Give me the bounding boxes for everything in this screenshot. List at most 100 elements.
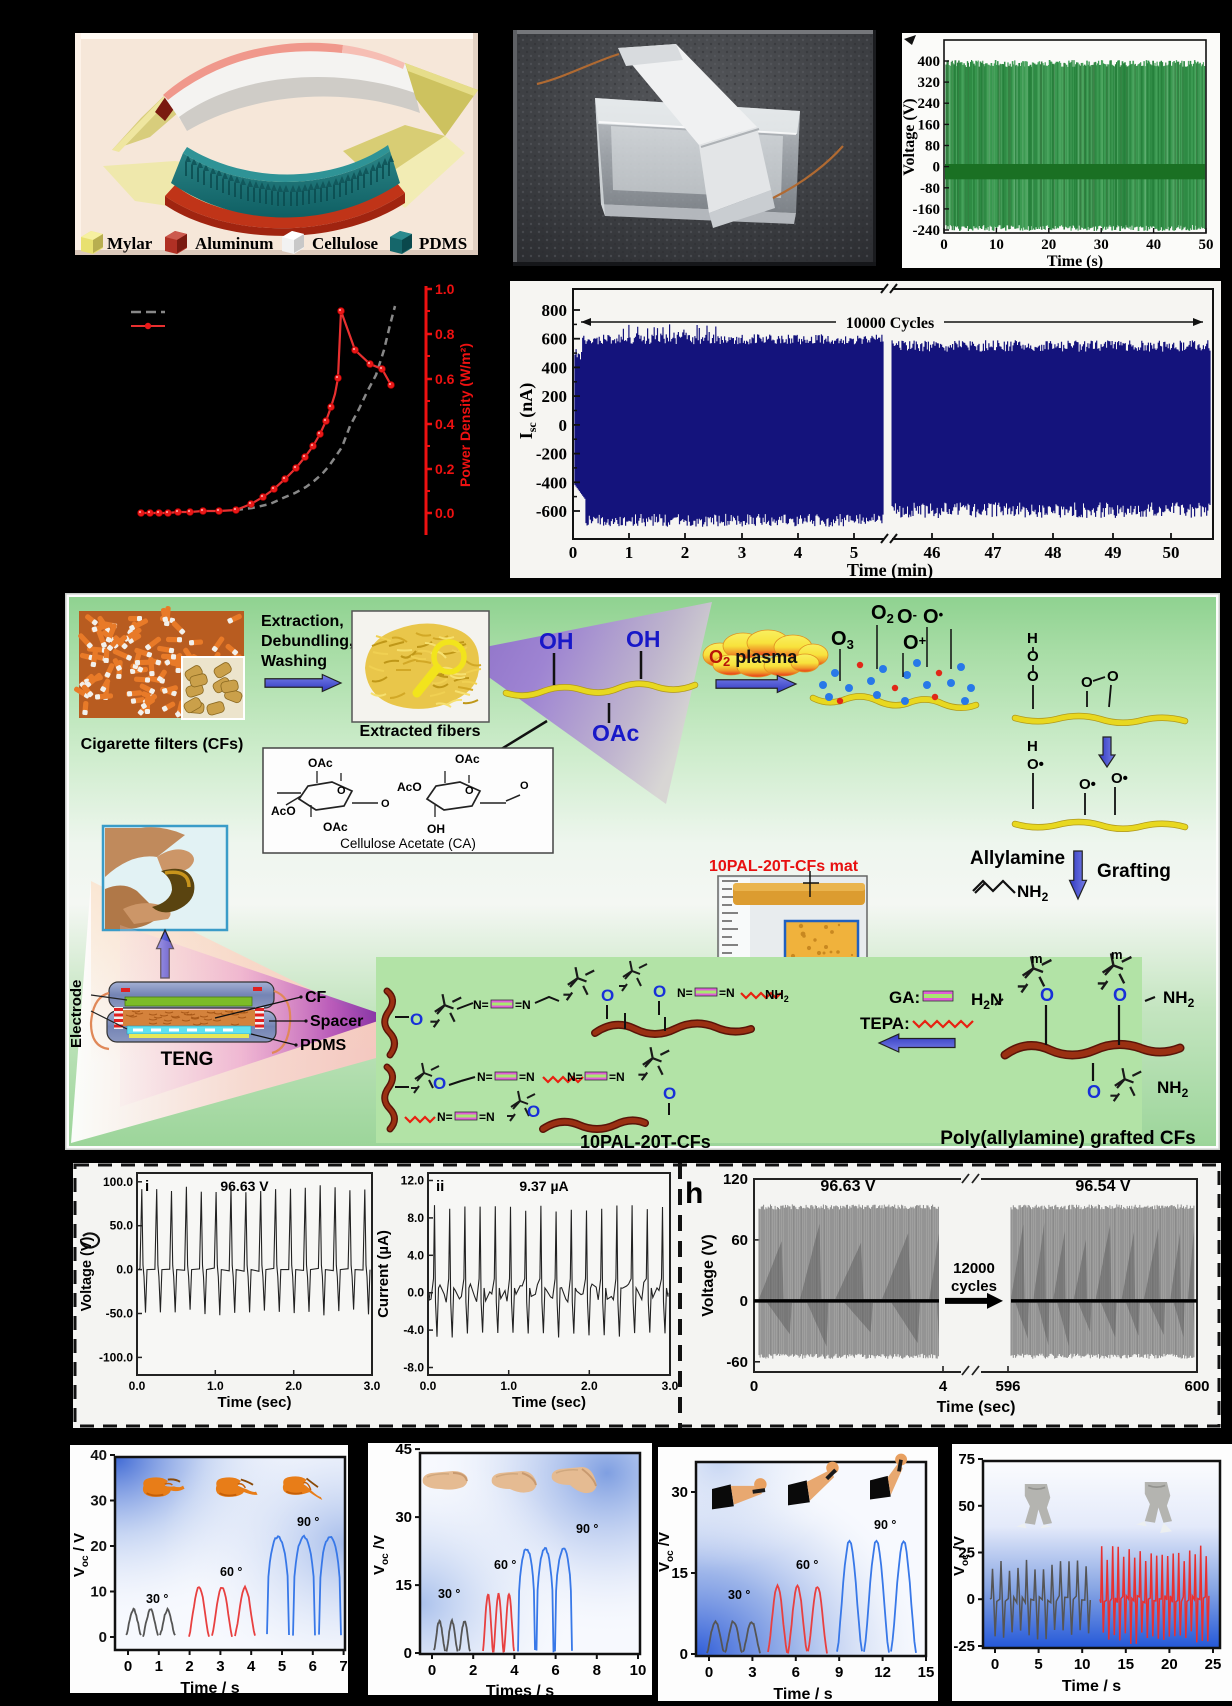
svg-text:-80: -80: [920, 181, 940, 197]
svg-text:Electrode: Electrode: [68, 980, 85, 1048]
svg-text:0: 0: [740, 1293, 748, 1310]
svg-text:12: 12: [874, 1664, 891, 1681]
svg-text:10: 10: [1074, 1656, 1091, 1673]
svg-text:5: 5: [1034, 1656, 1042, 1673]
svg-text:30 °: 30 °: [438, 1587, 460, 1601]
svg-text:Debundling,: Debundling,: [261, 633, 353, 650]
svg-text:H: H: [1027, 738, 1038, 755]
svg-text:10: 10: [90, 1584, 107, 1601]
svg-text:Allylamine: Allylamine: [970, 848, 1065, 869]
svg-text:2.0: 2.0: [581, 1379, 598, 1393]
svg-text:46: 46: [924, 543, 941, 562]
svg-text:O-: O-: [897, 606, 917, 628]
svg-text:0: 0: [967, 1591, 975, 1608]
svg-text:4: 4: [939, 1378, 948, 1395]
svg-text:Time (sec): Time (sec): [512, 1394, 586, 1411]
svg-text:-600: -600: [536, 502, 567, 521]
svg-text:Spacer: Spacer: [310, 1013, 363, 1030]
svg-text:100.0: 100.0: [103, 1175, 133, 1189]
svg-text:2: 2: [681, 543, 690, 562]
svg-text:Time / s: Time / s: [773, 1686, 832, 1701]
svg-text:-100.0: -100.0: [99, 1350, 133, 1364]
svg-text:=N: =N: [519, 1070, 535, 1084]
svg-text:0.4: 0.4: [435, 416, 455, 432]
svg-text:-400: -400: [536, 473, 567, 492]
svg-text:Time (sec): Time (sec): [218, 1394, 292, 1411]
svg-text:90 °: 90 °: [297, 1515, 319, 1529]
svg-text:25: 25: [958, 1545, 975, 1562]
svg-text:Voc /V: Voc /V: [952, 1536, 971, 1576]
svg-text:15: 15: [395, 1577, 412, 1594]
svg-text:OAc: OAc: [323, 820, 348, 834]
svg-text:Poly(allylamine) grafted CFs: Poly(allylamine) grafted CFs: [940, 1128, 1196, 1149]
svg-text:O: O: [663, 1084, 676, 1103]
svg-text:50: 50: [1199, 237, 1214, 253]
svg-text:Cellulose Acetate (CA): Cellulose Acetate (CA): [340, 836, 476, 851]
svg-text:1.0: 1.0: [207, 1379, 224, 1393]
svg-text:O2 plasma: O2 plasma: [709, 647, 798, 669]
svg-text:2: 2: [185, 1658, 193, 1675]
svg-text:75: 75: [958, 1451, 975, 1468]
svg-text:1: 1: [155, 1658, 163, 1675]
svg-text:30 °: 30 °: [728, 1588, 750, 1602]
svg-text:N=: N=: [437, 1110, 453, 1124]
svg-text:0: 0: [991, 1656, 999, 1673]
svg-text:OH: OH: [539, 628, 574, 654]
svg-text:3.0: 3.0: [364, 1379, 381, 1393]
svg-text:6: 6: [792, 1664, 800, 1681]
svg-text:49: 49: [1105, 543, 1122, 562]
svg-text:O: O: [465, 785, 474, 797]
svg-text:N=: N=: [567, 1070, 583, 1084]
svg-text:0: 0: [705, 1664, 713, 1681]
svg-text:Current (µA): Current (µA): [375, 1230, 392, 1318]
svg-text:-60: -60: [726, 1354, 748, 1371]
svg-text:Cellulose: Cellulose: [312, 234, 379, 253]
svg-text:12000: 12000: [953, 1260, 995, 1277]
svg-text:Time / s: Time / s: [180, 1680, 239, 1693]
svg-text:AcO: AcO: [397, 780, 422, 794]
svg-text:0: 0: [99, 1629, 107, 1646]
svg-text:Voltage (V): Voltage (V): [902, 98, 918, 175]
svg-text:1.0: 1.0: [435, 281, 455, 297]
svg-text:160: 160: [918, 117, 941, 133]
svg-text:Time / s: Time / s: [1062, 1678, 1121, 1695]
svg-text:Extracted fibers: Extracted fibers: [360, 723, 481, 740]
svg-text:OH: OH: [427, 822, 445, 836]
svg-text:0: 0: [940, 237, 948, 253]
svg-text:0.2: 0.2: [435, 461, 455, 477]
svg-text:cycles: cycles: [951, 1278, 997, 1295]
svg-text:30 °: 30 °: [146, 1592, 168, 1606]
svg-text:Voltage (V): Voltage (V): [79, 1237, 95, 1312]
svg-text:Voltage (V): Voltage (V): [700, 1234, 717, 1316]
svg-text:15: 15: [918, 1664, 935, 1681]
svg-text:Aluminum: Aluminum: [195, 234, 273, 253]
svg-text:0.0: 0.0: [435, 505, 455, 521]
svg-text:N=: N=: [677, 986, 693, 1000]
svg-text:O: O: [601, 986, 614, 1005]
svg-text:Washing: Washing: [261, 653, 327, 670]
svg-text:CF: CF: [305, 989, 327, 1006]
svg-text:4: 4: [510, 1662, 519, 1679]
svg-text:3: 3: [738, 543, 747, 562]
svg-text:120: 120: [723, 1171, 748, 1188]
svg-text:O: O: [1027, 648, 1039, 665]
svg-text:596: 596: [995, 1378, 1020, 1395]
svg-text:60: 60: [731, 1232, 748, 1249]
svg-text:40: 40: [1146, 237, 1161, 253]
svg-text:-160: -160: [913, 202, 941, 218]
svg-text:1: 1: [625, 543, 634, 562]
svg-text:0: 0: [750, 1378, 758, 1395]
svg-text:Power Density (W/m²): Power Density (W/m²): [457, 343, 473, 487]
svg-text:OH: OH: [626, 626, 661, 652]
svg-text:Voc /V: Voc /V: [658, 1532, 676, 1572]
svg-text:3: 3: [748, 1664, 756, 1681]
svg-text:O: O: [337, 785, 346, 797]
svg-text:3: 3: [216, 1658, 224, 1675]
svg-text:30: 30: [395, 1509, 412, 1526]
svg-text:h: h: [685, 1177, 703, 1210]
svg-text:0: 0: [124, 1658, 132, 1675]
svg-text:Cigarette filters (CFs): Cigarette filters (CFs): [81, 736, 244, 753]
svg-text:50.0: 50.0: [110, 1219, 134, 1233]
svg-text:O: O: [1107, 668, 1119, 685]
svg-text:0: 0: [404, 1645, 412, 1662]
